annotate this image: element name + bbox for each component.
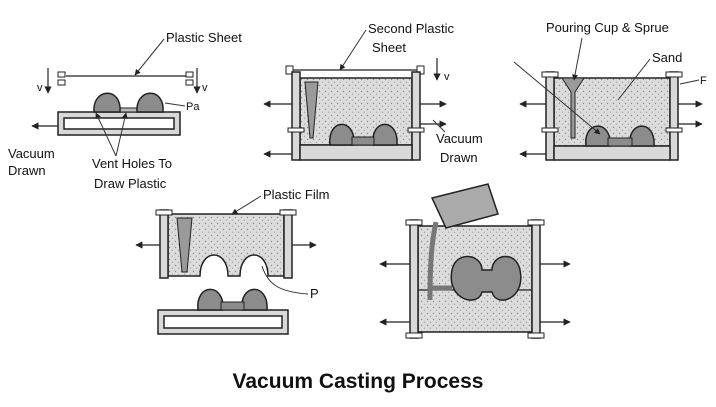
clamp-left xyxy=(57,71,66,78)
cope-sand xyxy=(167,213,285,277)
step-5-pouring xyxy=(379,183,571,339)
drawn-label-step2: Drawn xyxy=(440,150,478,165)
diagram-title: Vacuum Casting Process xyxy=(233,370,484,393)
clamp-right xyxy=(185,71,194,78)
pouring-cup-label: Pouring Cup & Sprue xyxy=(546,20,669,35)
second-sheet-label-1: Second Plastic xyxy=(368,21,454,36)
step-3-sand-filled: Pouring Cup & Sprue Sand F xyxy=(513,20,707,161)
casting-shape xyxy=(450,255,522,301)
flask-wall-left xyxy=(291,71,301,161)
pouring-cup-sprue xyxy=(561,77,585,139)
pa-label: Pa xyxy=(186,101,200,113)
drag-plate-step4 xyxy=(157,309,289,335)
step-1-plastic-sheet: v v Pa Plastic Sheet Vacuum Drawn Vent H… xyxy=(8,30,242,191)
v-label-left: v xyxy=(37,82,43,94)
vent-holes-label-2: Draw Plastic xyxy=(94,176,167,191)
p-label: P xyxy=(310,286,319,301)
pattern-right-step4 xyxy=(241,288,268,311)
sprue-step4 xyxy=(176,217,193,273)
plastic-film-label: Plastic Film xyxy=(263,187,329,202)
vent-holes-label-1: Vent Holes To xyxy=(92,156,172,171)
v-label-right: v xyxy=(202,82,208,94)
pattern-plate xyxy=(57,111,181,136)
plastic-sheet-label: Plastic Sheet xyxy=(166,30,242,45)
drawn-label: Drawn xyxy=(8,163,46,178)
pattern-half-left xyxy=(93,92,121,113)
sand-label: Sand xyxy=(652,50,682,65)
v-label-step2: v xyxy=(444,71,450,83)
pattern-left-step4 xyxy=(197,288,224,311)
vacuum-label-step2: Vacuum xyxy=(436,131,483,146)
pouring-ladle xyxy=(430,183,499,229)
flask-wall-right xyxy=(411,71,421,161)
second-sheet-label-2: Sheet xyxy=(372,40,406,55)
sprue-step2 xyxy=(304,81,319,139)
step-2-second-sheet: v Second Plastic Sheet Vacuum Drawn xyxy=(263,21,483,165)
pattern-plate-step2 xyxy=(299,144,413,161)
vacuum-label: Vacuum xyxy=(8,146,55,161)
pattern-half-right xyxy=(136,92,164,113)
step-4-plastic-film: Plastic Film P xyxy=(135,187,329,335)
f-label: F xyxy=(700,75,707,87)
